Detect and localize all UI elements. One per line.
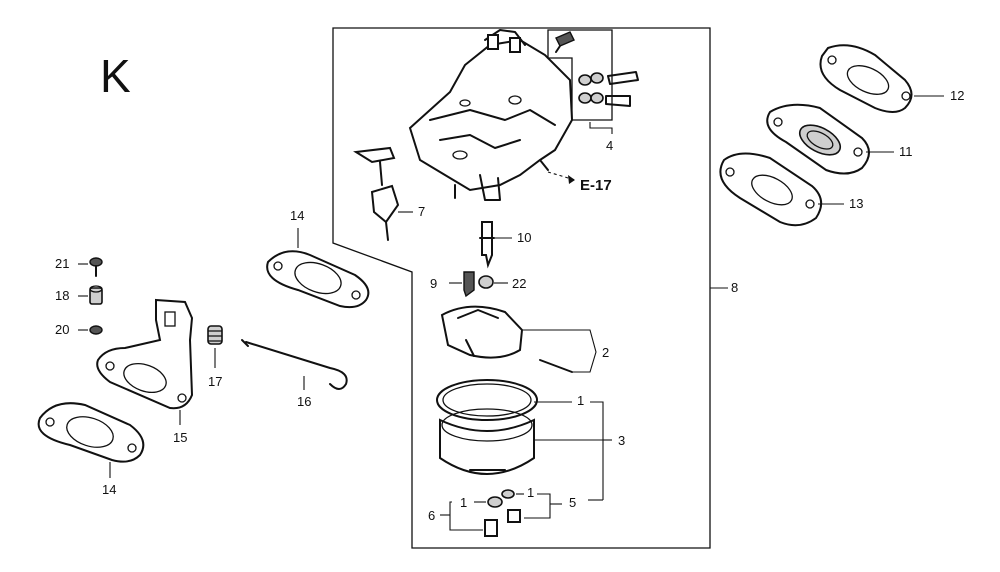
callout-1-gasket: 1 <box>577 393 584 408</box>
section-letter: K <box>100 50 131 102</box>
callout-5: 5 <box>569 495 576 510</box>
callout-14-lower: 14 <box>102 482 116 497</box>
callout-12: 12 <box>950 88 964 103</box>
callout-17: 17 <box>208 374 222 389</box>
gasket-14-lower <box>37 402 145 463</box>
callout-2: 2 <box>602 345 609 360</box>
reference-label: E-17 <box>580 177 612 194</box>
callout-13: 13 <box>849 196 863 211</box>
grommet <box>207 325 223 345</box>
callout-22: 22 <box>512 276 526 291</box>
choke-rod <box>241 339 348 390</box>
needle-jet <box>479 221 495 269</box>
callout-1-washer-b: 1 <box>460 495 467 510</box>
callout-8: 8 <box>731 280 738 295</box>
collar-18 <box>89 285 103 305</box>
callout-11: 11 <box>899 144 913 159</box>
gasket-12 <box>819 44 913 113</box>
drain-hardware <box>484 489 521 537</box>
insulator-11 <box>766 103 870 175</box>
gasket-13 <box>719 152 823 227</box>
callout-4: 4 <box>606 138 613 153</box>
callout-20: 20 <box>55 322 69 337</box>
screw-set <box>547 29 639 121</box>
choke-lever <box>353 146 400 241</box>
jet-nut <box>478 275 494 289</box>
callout-7: 7 <box>418 204 425 219</box>
bolt-21 <box>89 257 103 277</box>
callout-10: 10 <box>517 230 531 245</box>
callout-6: 6 <box>428 508 435 523</box>
callout-15: 15 <box>173 430 187 445</box>
callout-3: 3 <box>618 433 625 448</box>
bracket-plate <box>96 298 194 410</box>
assembly-frame <box>332 27 711 549</box>
callout-18: 18 <box>55 288 69 303</box>
callout-1-washer-a: 1 <box>527 485 534 500</box>
gasket-14-upper <box>266 250 370 309</box>
float <box>440 305 573 373</box>
carburetor-body <box>408 29 574 201</box>
callout-9: 9 <box>430 276 437 291</box>
callout-21: 21 <box>55 256 69 271</box>
nut-20 <box>89 325 103 335</box>
main-jet <box>463 271 475 298</box>
callout-16: 16 <box>297 394 311 409</box>
callout-14-upper: 14 <box>290 208 304 223</box>
float-bowl <box>436 379 538 475</box>
